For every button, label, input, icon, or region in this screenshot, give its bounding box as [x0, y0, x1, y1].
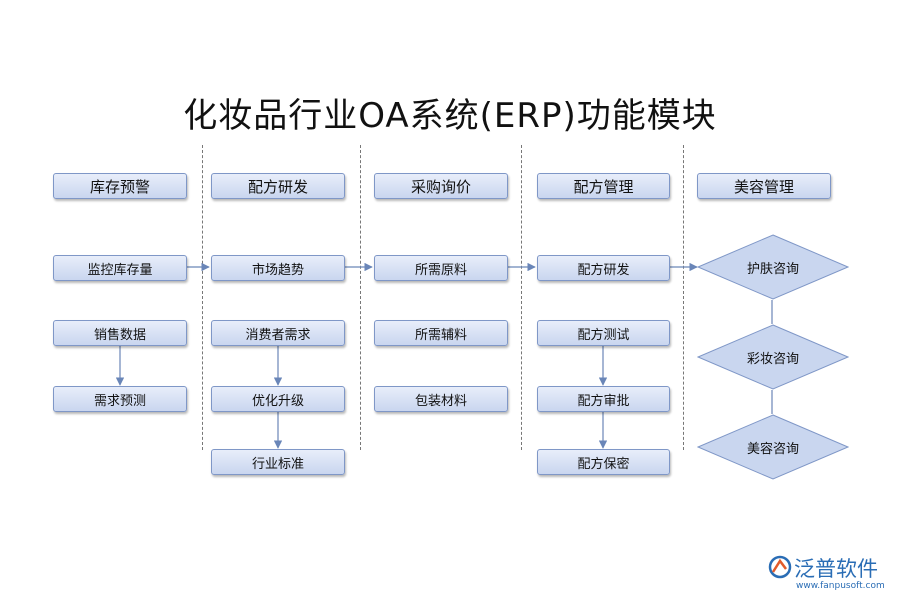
brand-name: 泛普软件 [794, 557, 878, 581]
node-makeup-consult: 彩妆咨询 [697, 324, 849, 390]
column-divider [521, 145, 522, 450]
node-formula-confidential: 配方保密 [537, 449, 670, 475]
column-divider [683, 145, 684, 450]
column-divider [202, 145, 203, 450]
node-demand-forecast: 需求预测 [53, 386, 187, 412]
node-formula-approval: 配方审批 [537, 386, 670, 412]
node-label: 护肤咨询 [746, 261, 799, 277]
node-formula-rnd: 配方研发 [537, 255, 670, 281]
header-formula-rnd: 配方研发 [211, 173, 345, 199]
node-beauty-consult: 美容咨询 [697, 414, 849, 480]
node-industry-standard: 行业标准 [211, 449, 345, 475]
brand-logo: 泛普软件 www.fanpusoft.com [768, 553, 900, 597]
node-skincare-consult: 护肤咨询 [697, 234, 849, 300]
brand-url: www.fanpusoft.com [796, 581, 885, 591]
page-title: 化妆品行业OA系统(ERP)功能模块 [183, 96, 717, 136]
brand-icon [768, 555, 792, 579]
node-sales-data: 销售数据 [53, 320, 187, 346]
node-auxiliary-materials: 所需辅料 [374, 320, 508, 346]
node-label: 彩妆咨询 [746, 351, 799, 367]
column-divider [360, 145, 361, 450]
header-formula-management: 配方管理 [537, 173, 670, 199]
node-raw-materials: 所需原料 [374, 255, 508, 281]
node-label: 美容咨询 [746, 441, 799, 457]
node-packaging-materials: 包装材料 [374, 386, 508, 412]
node-optimize-upgrade: 优化升级 [211, 386, 345, 412]
header-procurement-inquiry: 采购询价 [374, 173, 508, 199]
node-consumer-needs: 消费者需求 [211, 320, 345, 346]
node-market-trend: 市场趋势 [211, 255, 345, 281]
node-monitor-stock: 监控库存量 [53, 255, 187, 281]
header-inventory-alert: 库存预警 [53, 173, 187, 199]
header-beauty-management: 美容管理 [697, 173, 831, 199]
node-formula-test: 配方测试 [537, 320, 670, 346]
